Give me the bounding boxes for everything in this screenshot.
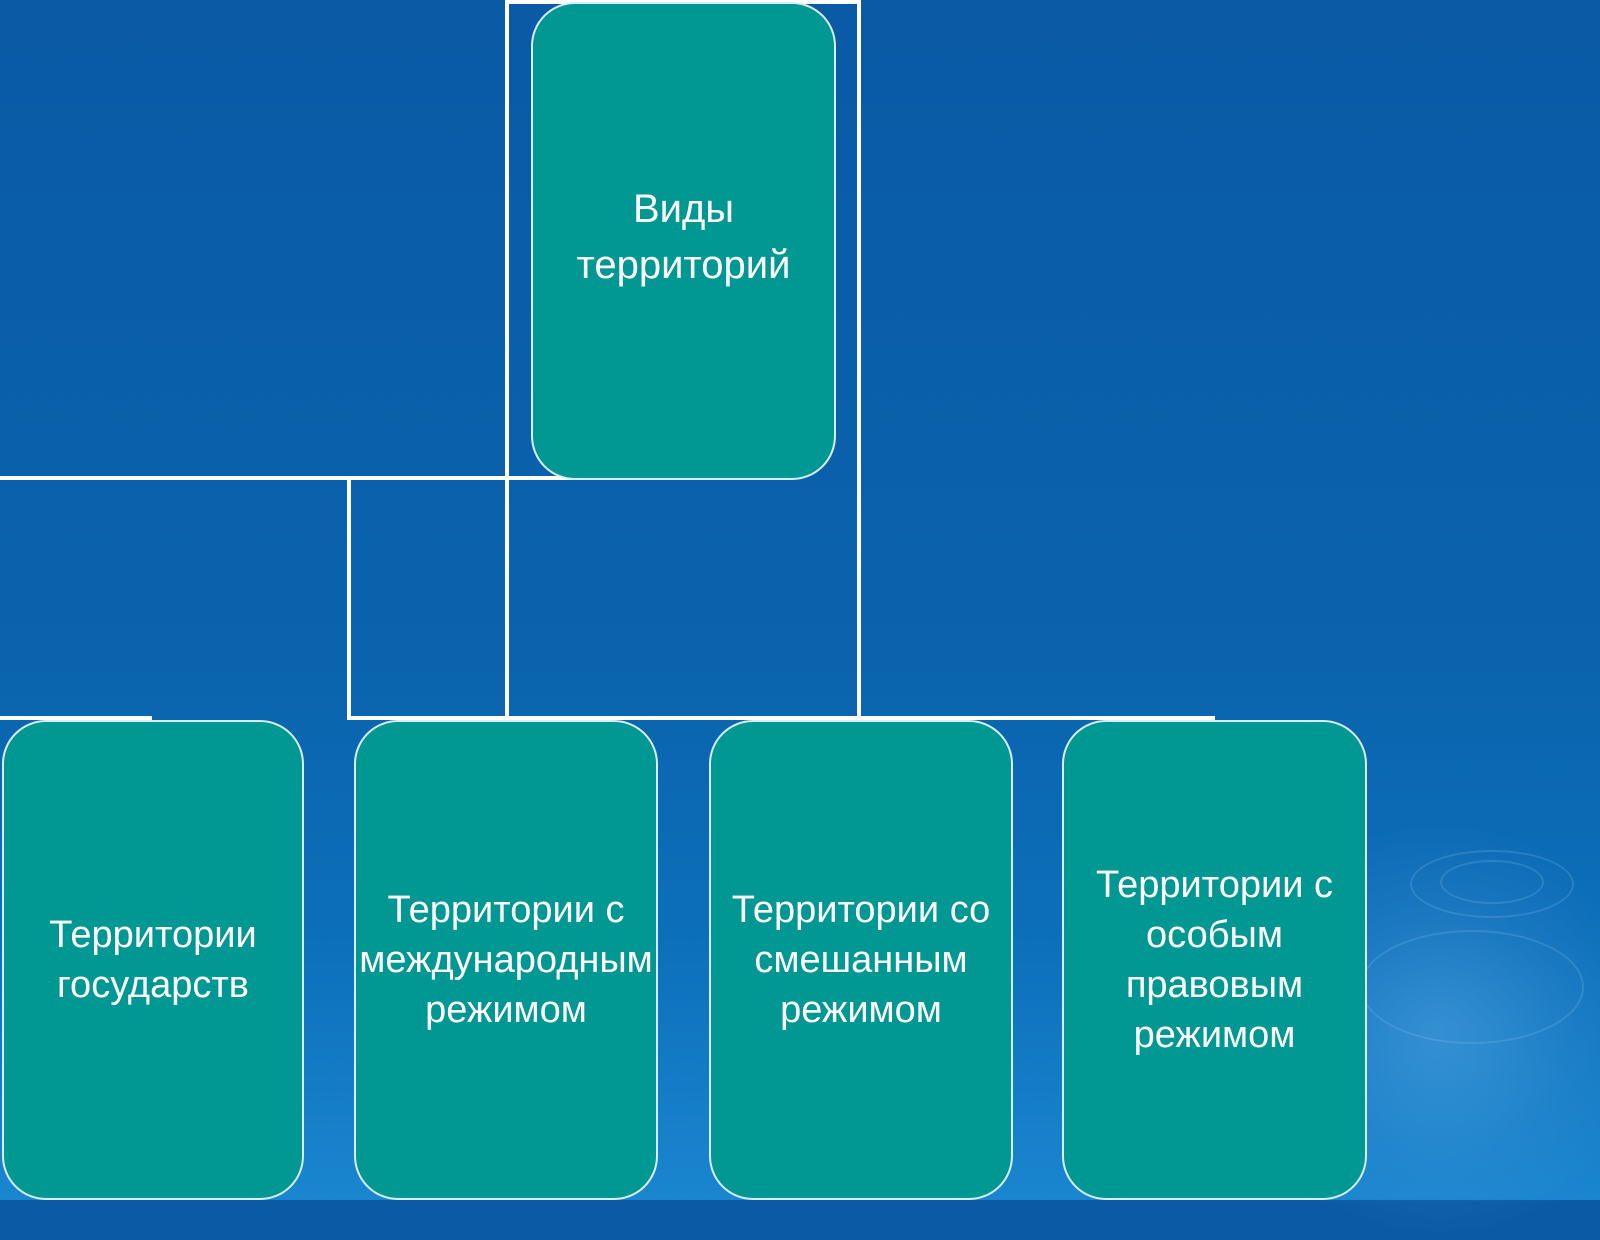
child-node-box-international-regime: Территории с международным режимом	[354, 720, 658, 1200]
connector-line	[505, 0, 509, 720]
background-ripple	[1360, 930, 1584, 1044]
connector-line	[857, 0, 861, 720]
child-node-box-state-territories: Территории государств	[2, 720, 304, 1200]
connector-line	[0, 476, 507, 480]
root-node-label: Виды территорий	[576, 187, 791, 287]
child-node-label: Территории с особым правовым режимом	[1096, 864, 1333, 1056]
child-node-box-mixed-regime: Территории со смешанным режимом	[709, 720, 1013, 1200]
connector-line	[347, 478, 351, 720]
connector-line	[0, 716, 152, 720]
child-node-box-special-legal-regime: Территории с особым правовым режимом	[1062, 720, 1367, 1200]
child-node-label: Территории с международным режимом	[359, 889, 653, 1031]
connector-line	[347, 716, 861, 720]
connector-line	[857, 716, 1215, 720]
child-node-label: Территории государств	[49, 914, 257, 1006]
child-node-label: Территории со смешанным режимом	[731, 889, 991, 1031]
background-ripple	[1410, 850, 1574, 918]
root-node-box: Виды территорий	[531, 2, 836, 480]
